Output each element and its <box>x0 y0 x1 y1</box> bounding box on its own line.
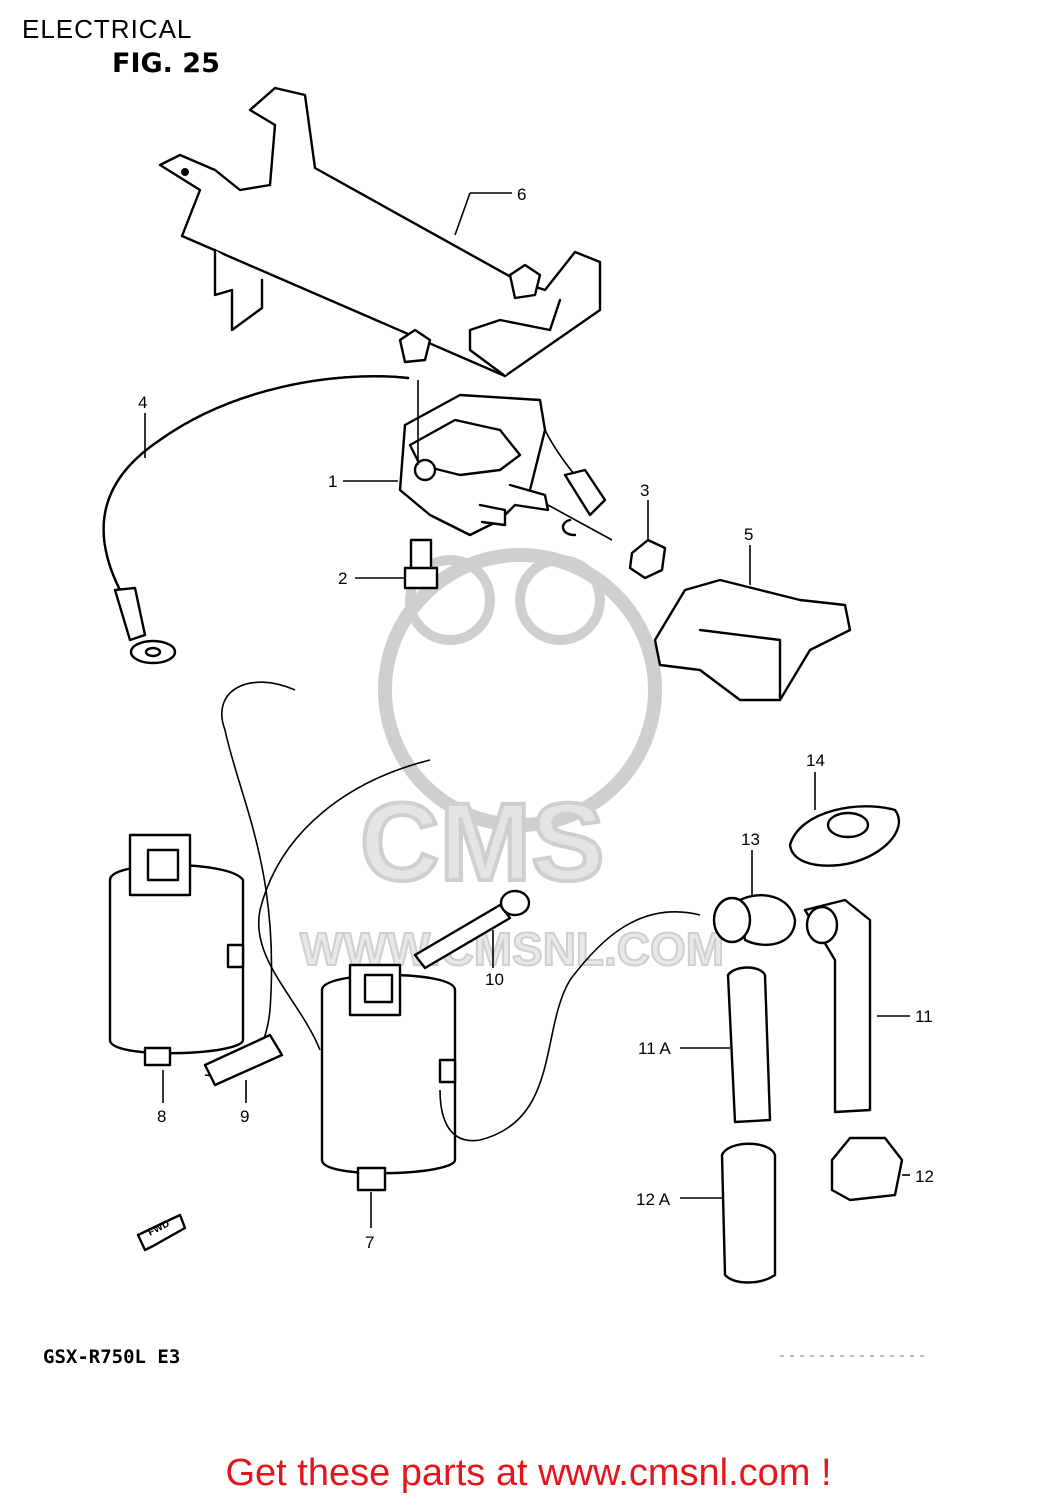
callout-14: 14 <box>806 751 825 770</box>
callout-3: 3 <box>640 481 649 500</box>
callout-4: 4 <box>138 393 147 412</box>
terminal-nut <box>628 538 667 580</box>
relay-cap-edge <box>698 628 782 702</box>
ignition-coil-left <box>108 833 245 1067</box>
callout-9: 9 <box>240 1107 249 1126</box>
high-tension-lead <box>203 681 431 1087</box>
callout-11: 11 <box>915 1007 933 1026</box>
coil-bolt <box>413 889 531 970</box>
starter-relay <box>398 380 613 541</box>
get-parts-link[interactable]: Get these parts at www.cmsnl.com ! <box>225 1452 832 1494</box>
ignition-coil-right <box>320 963 457 1192</box>
relay-bolt <box>403 538 439 590</box>
callout-11a: 11 A <box>638 1039 671 1058</box>
watermark-text: CMS <box>360 781 604 904</box>
callout-5: 5 <box>744 525 753 544</box>
callout-leaders <box>144 192 910 1228</box>
fwd-arrow: FWD <box>136 1213 187 1252</box>
callout-1: 1 <box>328 472 337 491</box>
callout-12a: 12 A <box>636 1190 671 1209</box>
bracket-plate <box>158 86 602 378</box>
model-code: GSX-R750L E3 <box>43 1346 181 1368</box>
section-title: ELECTRICAL <box>22 14 193 44</box>
ground-lead <box>102 375 410 665</box>
callout-7: 7 <box>365 1233 374 1252</box>
callout-12: 12 <box>915 1167 934 1186</box>
callout-2: 2 <box>338 569 347 588</box>
callout-10: 10 <box>485 970 504 989</box>
callout-13: 13 <box>741 830 760 849</box>
plug-cap-assembly <box>439 805 904 1284</box>
figure-number: FIG. 25 <box>112 48 220 79</box>
callout-6: 6 <box>517 185 526 204</box>
cms-watermark: CMS WWW.CMSNL.COM <box>299 548 725 976</box>
callout-8: 8 <box>157 1107 166 1126</box>
watermark-url: WWW.CMSNL.COM <box>300 923 724 975</box>
